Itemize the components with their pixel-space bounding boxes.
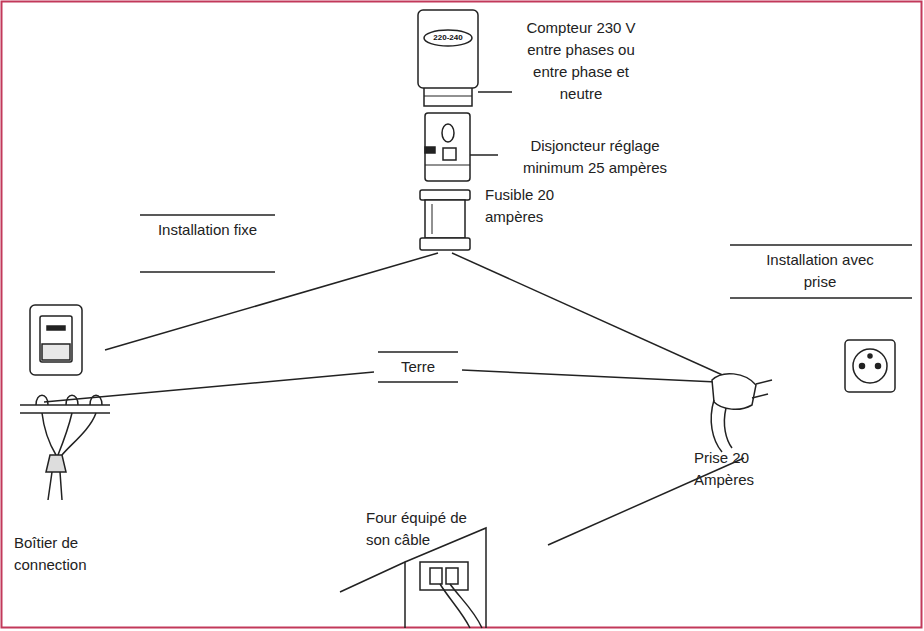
- breaker-label: Disjoncteur réglage minimum 25 ampères: [520, 135, 670, 179]
- meter-dial: 220-240: [423, 29, 473, 47]
- section-heading: Installation avec prise: [765, 249, 875, 293]
- breaker-symbol: [425, 113, 498, 181]
- earth-label: Terre: [380, 356, 456, 378]
- fuse-label: Fusible 20 ampères: [485, 184, 585, 228]
- part-label: Boîtier de connection: [14, 532, 124, 576]
- switch-box: [30, 305, 82, 375]
- part-label: Prise 20 Ampères: [694, 447, 774, 491]
- fuse-symbol: [420, 190, 470, 250]
- section-heading: Installation fixe: [155, 219, 260, 241]
- connection-block: [20, 395, 110, 500]
- meter-label: Compteur 230 V entre phases ou entre pha…: [518, 17, 644, 105]
- meter-rating: 220-240: [423, 29, 473, 46]
- wire-line: [452, 253, 738, 382]
- plug-symbol: [711, 374, 772, 452]
- wire-line: [105, 253, 438, 350]
- meter-symbol: [418, 10, 512, 106]
- wall-socket: [845, 340, 895, 392]
- part-label: Four équipé de son câble: [366, 507, 484, 551]
